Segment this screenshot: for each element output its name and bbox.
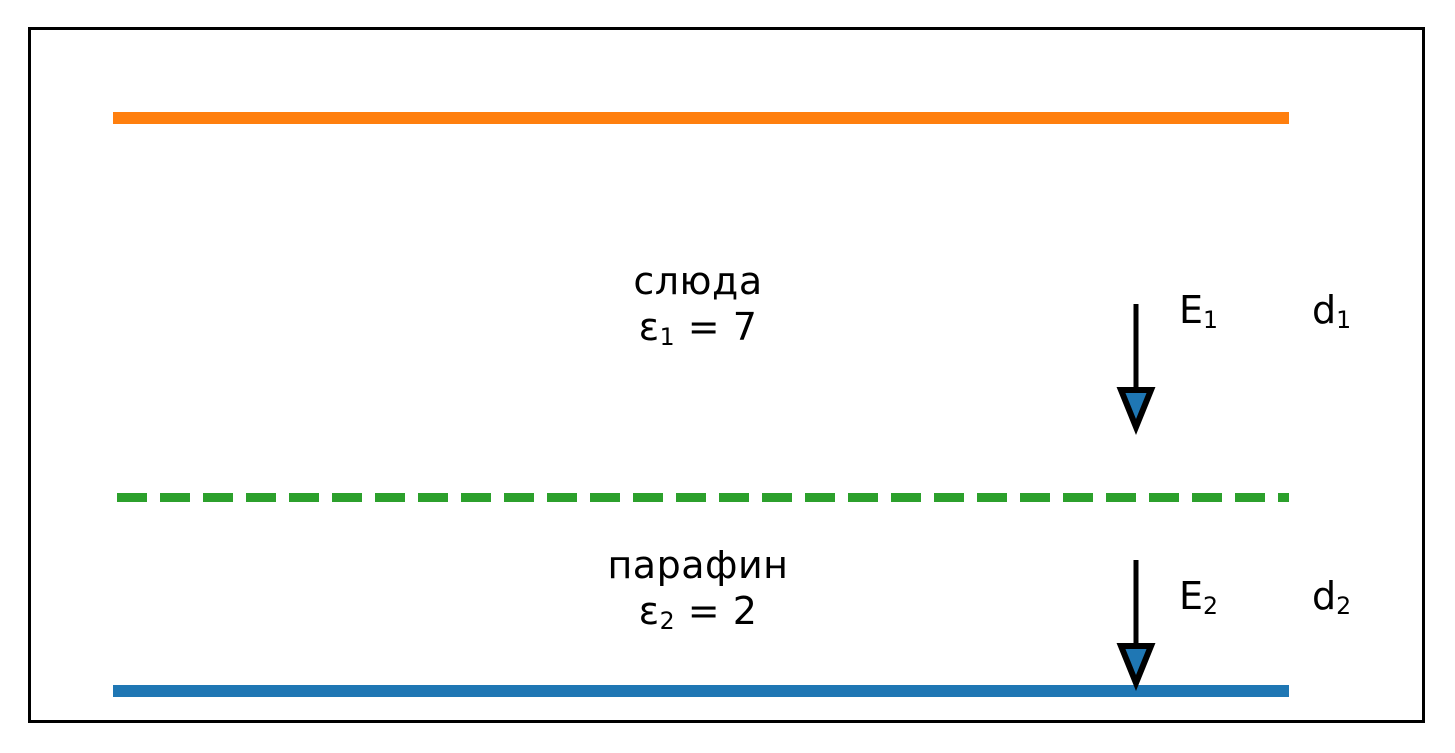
dielectric-interface-line [117, 493, 1289, 502]
layer-2-permittivity-value: 2 [732, 589, 758, 633]
layer-1-material-name: слюда [633, 259, 763, 303]
lower-capacitor-plate [113, 685, 1289, 697]
layer-1-thickness-label: d1 [1312, 288, 1351, 332]
layer-1-epsilon-subscript: 1 [659, 323, 676, 352]
layer-2-field-arrow [1113, 558, 1159, 691]
layer-1-arrow-head [1116, 387, 1156, 435]
upper-capacitor-plate [113, 112, 1289, 124]
layer-2-thickness-symbol: d [1312, 574, 1337, 618]
layer-2-equals-sign: = [687, 589, 721, 633]
layer-1-material-label: слюда ε1 = 7 [518, 258, 878, 350]
layer-1-field-arrow [1113, 302, 1159, 435]
layer-2-epsilon-subscript: 2 [659, 607, 676, 636]
layer-2-field-subscript: 2 [1203, 592, 1218, 621]
layer-2-material-label: парафин ε2 = 2 [518, 542, 878, 634]
layer-2-thickness-subscript: 2 [1336, 592, 1352, 621]
layer-1-epsilon-symbol: ε [638, 305, 660, 349]
layer-2-thickness-label: d2 [1312, 574, 1351, 618]
layer-2-permittivity: ε2 = 2 [518, 588, 878, 634]
layer-1-arrow-graphic [1116, 304, 1156, 435]
layer-2-field-symbol: E [1179, 574, 1204, 618]
layer-2-arrow-head [1116, 643, 1156, 691]
layer-2-material-name: парафин [607, 543, 789, 587]
layer-1-permittivity-value: 7 [732, 305, 758, 349]
layer-1-thickness-symbol: d [1312, 288, 1337, 332]
layer-2-epsilon-symbol: ε [638, 589, 660, 633]
layer-1-field-subscript: 1 [1203, 306, 1218, 335]
layer-2-arrow-graphic [1116, 560, 1156, 691]
layer-1-thickness-subscript: 1 [1336, 306, 1352, 335]
diagram-frame: слюда ε1 = 7 E1 d1 парафин ε2 = 2 E2 [28, 27, 1425, 723]
layer-1-permittivity: ε1 = 7 [518, 304, 878, 350]
layer-1-field-symbol: E [1179, 288, 1204, 332]
layer-2-field-label: E2 [1179, 574, 1218, 618]
layer-1-field-label: E1 [1179, 288, 1218, 332]
layer-1-equals-sign: = [687, 305, 721, 349]
